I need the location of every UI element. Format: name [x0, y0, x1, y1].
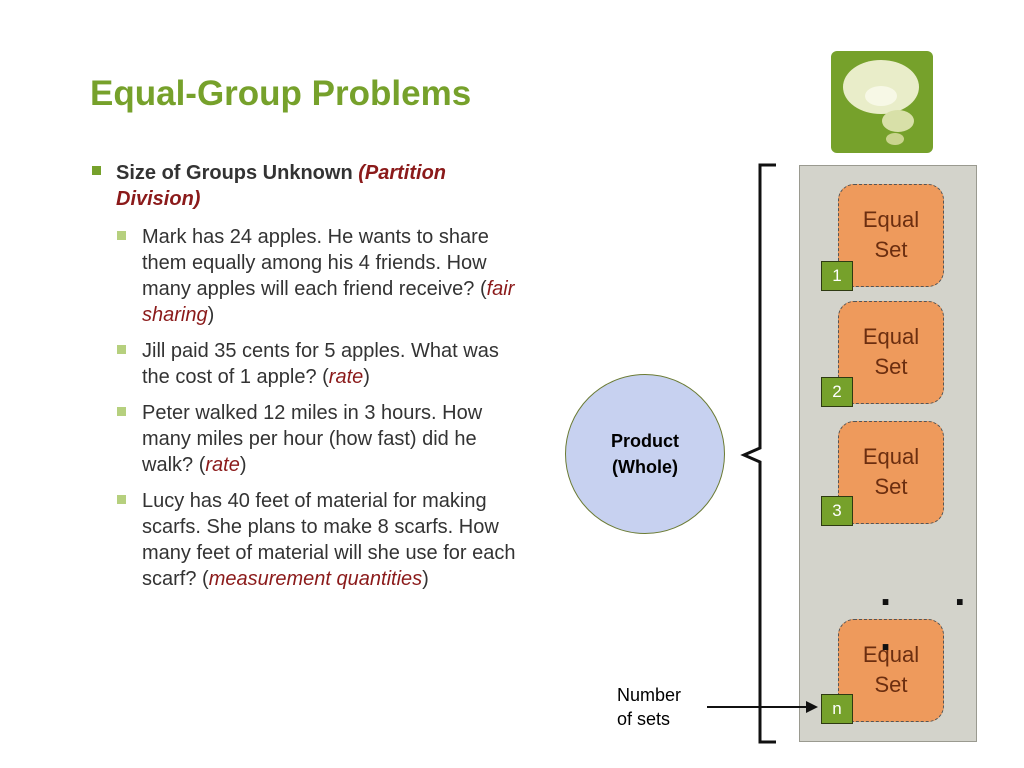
continuation-dots: . . . — [880, 570, 992, 659]
set-number-tag: 1 — [821, 261, 853, 291]
sub-bullet-marker — [117, 407, 126, 416]
sub-bullet-marker — [117, 345, 126, 354]
sub-bullet-lucy: Lucy has 40 feet of material for making … — [92, 488, 532, 592]
bullet-heading: Size of Groups Unknown (Partition Divisi… — [92, 160, 532, 212]
product-whole-circle: Product (Whole) — [565, 374, 725, 534]
set-number-tag: 3 — [821, 496, 853, 526]
sub-bullet-jill: Jill paid 35 cents for 5 apples. What wa… — [92, 338, 532, 390]
equal-set-box: Equal Set — [838, 301, 944, 404]
sub-bullet-marker — [117, 495, 126, 504]
set-number-tag: 2 — [821, 377, 853, 407]
arrow-head — [806, 701, 818, 713]
sub-bullet-mark: Mark has 24 apples. He wants to share th… — [92, 224, 532, 328]
sub-bullet-peter: Peter walked 12 miles in 3 hours. How ma… — [92, 400, 532, 478]
bullet-list: Size of Groups Unknown (Partition Divisi… — [92, 160, 532, 592]
slide-title: Equal-Group Problems — [90, 74, 472, 113]
curly-brace — [740, 163, 776, 744]
number-of-sets-label: Number of sets — [617, 685, 682, 729]
equal-set-box: Equal Set — [838, 421, 944, 524]
sub-bullet-marker — [117, 231, 126, 240]
bullet-marker — [92, 166, 101, 175]
set-number-tag: n — [821, 694, 853, 724]
equal-set-box: Equal Set — [838, 184, 944, 287]
thought-bubble-icon — [831, 51, 933, 153]
equal-set-box: Equal Set — [838, 619, 944, 722]
